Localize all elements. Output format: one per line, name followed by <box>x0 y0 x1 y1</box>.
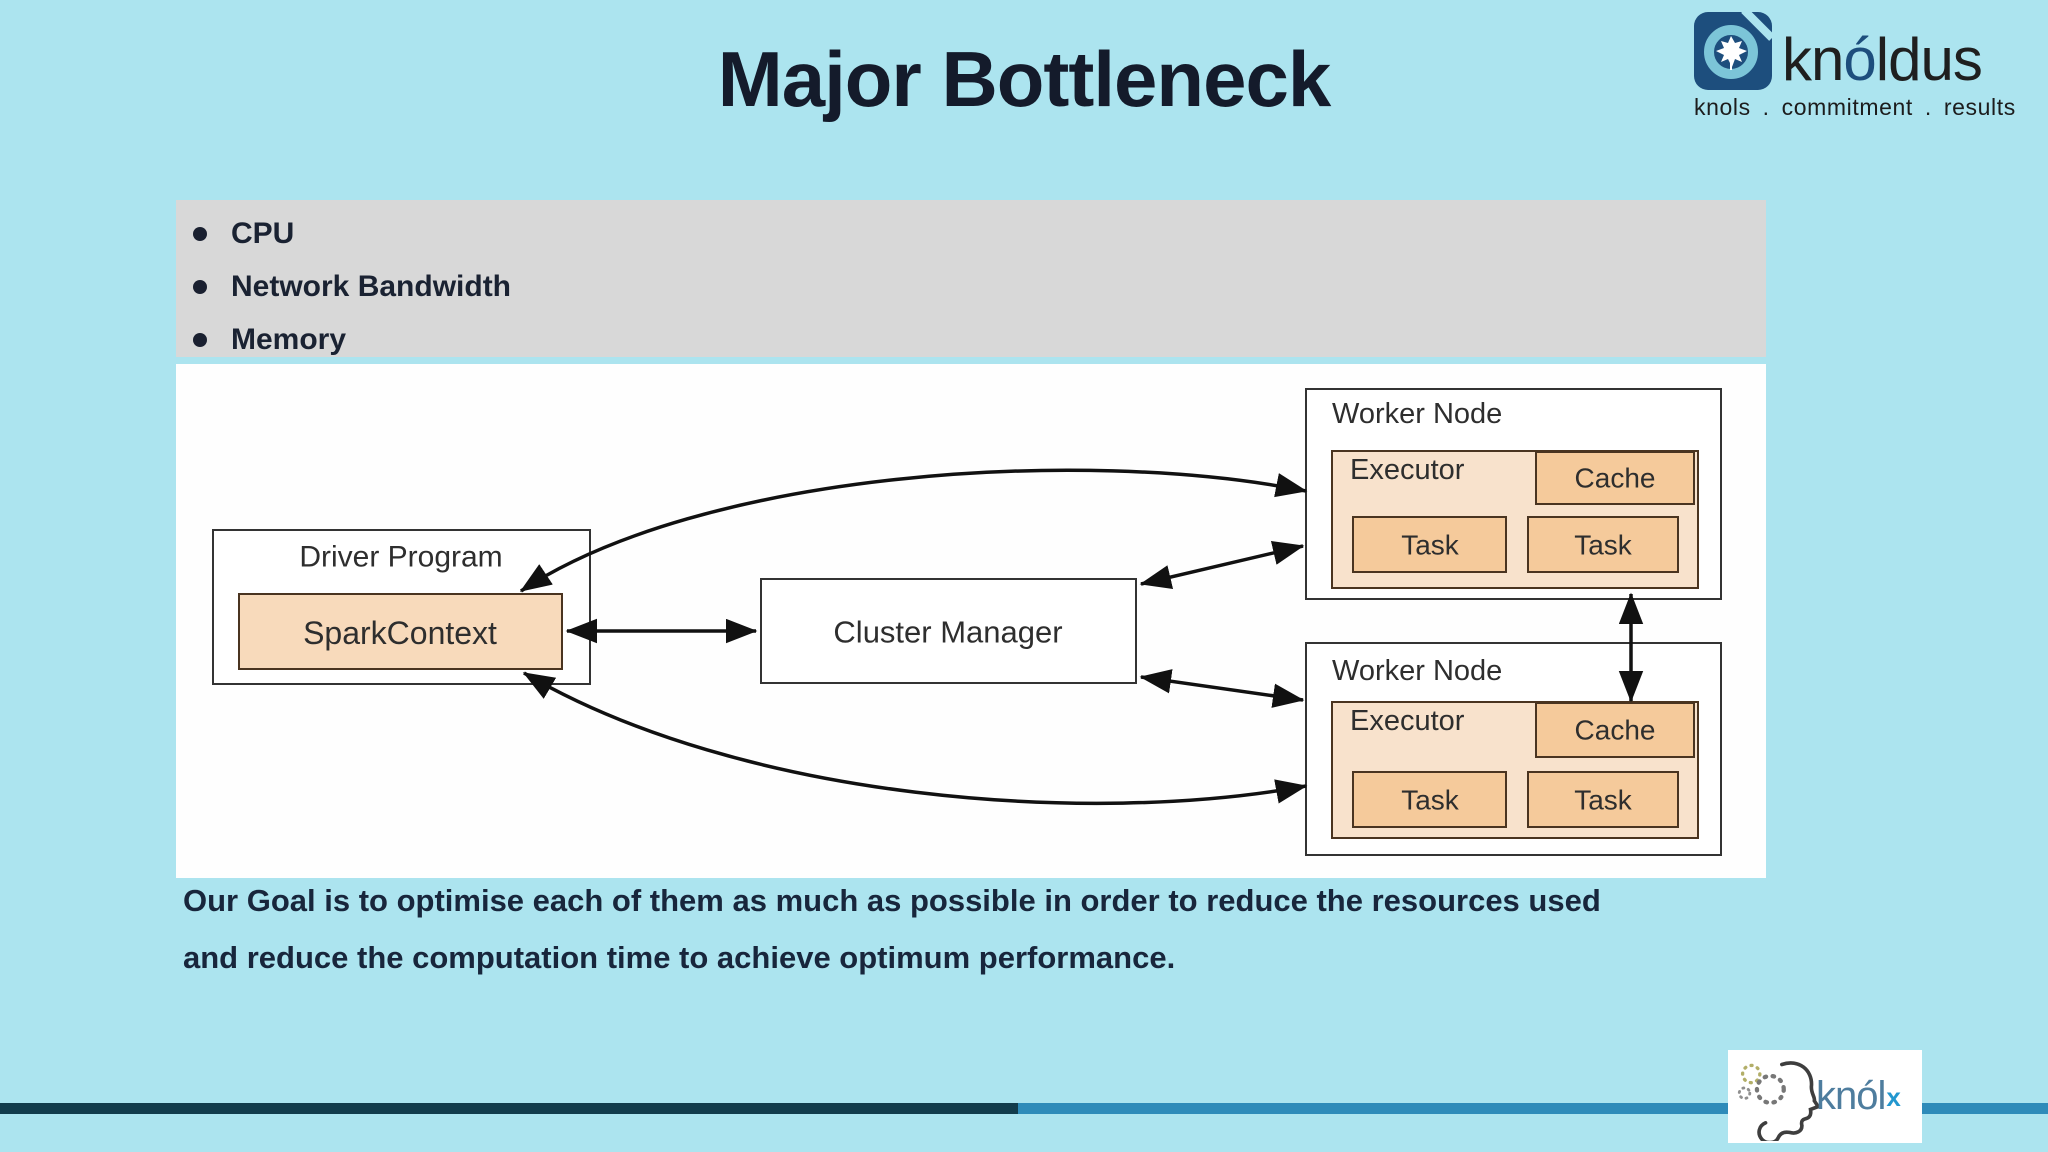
knoldus-maple-leaf-icon <box>1694 10 1772 90</box>
wordmark-ldus: ldus <box>1875 26 1983 93</box>
list-item: CPU <box>193 207 1766 260</box>
arrow-sparkcontext-workernode-top <box>519 468 1308 593</box>
cache-bottom-label: Cache <box>1575 715 1656 746</box>
task-label: Task <box>1401 785 1460 816</box>
knoldus-wordmark: knóldus <box>1782 30 1983 90</box>
bullet-icon <box>193 332 207 347</box>
cluster-manager-box <box>760 578 1137 684</box>
knolx-logo: knól x <box>1728 1050 1922 1143</box>
cache-top-box <box>1535 451 1695 505</box>
task-label: Task <box>1401 530 1460 561</box>
knoldus-logo-row: knóldus <box>1694 10 2042 90</box>
cluster-manager-label: Cluster Manager <box>833 615 1062 650</box>
footer-rule-light <box>1018 1103 2048 1114</box>
bullet-icon <box>193 279 207 294</box>
executor-bottom-label: Executor <box>1350 705 1465 737</box>
spark-architecture-diagram: Driver Program SparkContext Cluster Mana… <box>176 364 1766 878</box>
cache-bottom-box <box>1535 702 1695 758</box>
worker-node-bottom-label: Worker Node <box>1332 655 1502 687</box>
list-item: Memory <box>193 313 1766 366</box>
bullet-label-memory: Memory <box>231 322 347 356</box>
task-box <box>1527 516 1679 573</box>
goal-line-2: and reduce the computation time to achie… <box>183 940 1176 975</box>
knolx-head-icon <box>1737 1060 1821 1141</box>
arrow-clustermanager-workernode-bottom <box>1139 669 1305 708</box>
footer-rule-dark <box>0 1103 1018 1114</box>
executor-top-label: Executor <box>1350 454 1465 486</box>
page-title: Major Bottleneck <box>717 35 1331 123</box>
diagram-canvas: Driver Program SparkContext Cluster Mana… <box>212 388 1722 856</box>
goal-text: Our Goal is to optimise each of them as … <box>183 872 1803 986</box>
knoldus-tagline: knols . commitment . results <box>1694 94 2016 120</box>
spark-context-box <box>238 593 563 670</box>
knoldus-logo: knóldus knols . commitment . results <box>1694 10 2042 121</box>
wordmark-o: ó <box>1843 26 1876 93</box>
list-item: Network Bandwidth <box>193 260 1766 313</box>
worker-node-top-label: Worker Node <box>1332 398 1502 430</box>
wordmark-kn: kn <box>1782 26 1844 93</box>
bullet-label-network: Network Bandwidth <box>231 269 512 303</box>
arrow-sparkcontext-workernode-bottom <box>522 671 1308 806</box>
task-box <box>1352 516 1507 573</box>
task-box <box>1352 771 1507 828</box>
goal-line-1: Our Goal is to optimise each of them as … <box>183 883 1601 918</box>
spark-context-label: SparkContext <box>303 615 497 651</box>
task-label: Task <box>1574 530 1633 561</box>
bottleneck-list: CPU Network Bandwidth Memory <box>176 200 1766 357</box>
driver-program-label: Driver Program <box>299 541 502 574</box>
task-box <box>1527 771 1679 828</box>
task-label: Task <box>1574 785 1633 816</box>
knolx-wordmark: knól <box>1816 1074 1886 1118</box>
bullet-icon <box>193 226 207 241</box>
bullet-label-cpu: CPU <box>231 216 295 250</box>
arrow-clustermanager-workernode-top <box>1139 540 1305 590</box>
cache-top-label: Cache <box>1575 463 1656 494</box>
